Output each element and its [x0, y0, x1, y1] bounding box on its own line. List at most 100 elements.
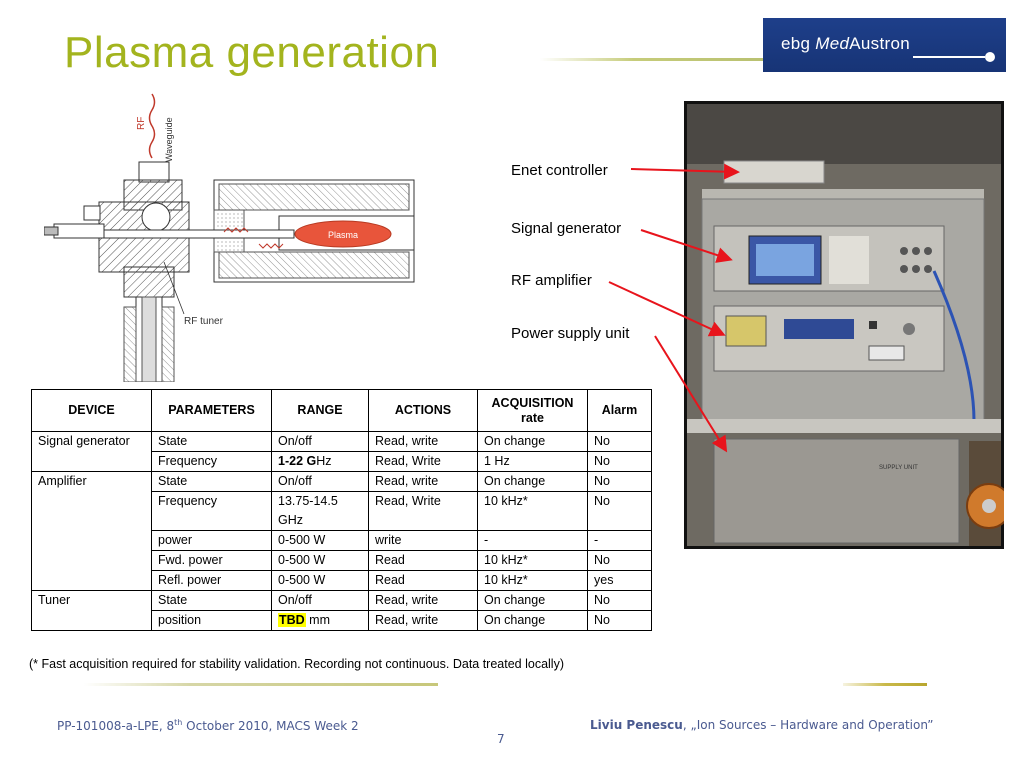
title-rule: [540, 58, 775, 61]
cell-actions: Read, Write: [368, 451, 478, 472]
th-acquisition: ACQUISITION rate: [477, 389, 588, 432]
logo-prefix: ebg: [781, 34, 816, 53]
cell-param: Refl. power: [151, 570, 272, 591]
th-alarm: Alarm: [587, 389, 652, 432]
cell-range: TBD mm: [271, 610, 369, 631]
cell-acq: On change: [477, 590, 588, 611]
cell-range: On/off: [271, 590, 369, 611]
cell-range: 0-500 W: [271, 530, 369, 551]
footer-right: Liviu Penescu, „Ion Sources – Hardware a…: [590, 718, 934, 732]
cell-actions: Read: [368, 550, 478, 571]
page-number: 7: [497, 732, 505, 746]
cell-acq: 10 kHz*: [477, 570, 588, 591]
cell-device: Tuner: [31, 590, 152, 631]
cell-actions: Read, Write: [368, 491, 478, 531]
logo-dot: [985, 52, 995, 62]
cell-acq: On change: [477, 431, 588, 452]
cell-alarm: No: [587, 431, 652, 452]
range-line-2: GHz: [278, 513, 303, 527]
cell-acq: On change: [477, 610, 588, 631]
footer-talk-title: , „Ion Sources – Hardware and Operation”: [682, 718, 934, 732]
footer-left-sup: th: [174, 718, 183, 727]
cell-range: 0-500 W: [271, 550, 369, 571]
th-actions: ACTIONS: [368, 389, 478, 432]
table-row: Amplifier State On/off Read, write On ch…: [31, 471, 652, 591]
rf-label: RF: [136, 117, 147, 130]
cell-acq: 1 Hz: [477, 451, 588, 472]
footer-left-pre: PP-101008-a-LPE, 8: [57, 719, 175, 733]
cell-param: power: [151, 530, 272, 551]
arrow-enet: [630, 163, 740, 180]
cell-param: State: [151, 471, 272, 492]
photo-supply-label: SUPPLY UNIT: [879, 465, 918, 471]
cell-alarm: yes: [587, 570, 652, 591]
table-row: Fwd. power 0-500 W Read 10 kHz* No: [32, 550, 652, 571]
range-line-1: 13.75-14.5: [278, 494, 338, 508]
cell-acq: -: [477, 530, 588, 551]
logo-suffix: Austron: [849, 34, 910, 53]
cell-actions: Read, write: [368, 471, 478, 492]
waveguide-label: Waveguide: [164, 117, 174, 162]
cell-param: position: [151, 610, 272, 631]
label-signal-generator: Signal generator: [511, 220, 622, 237]
page-title: Plasma generation: [64, 28, 440, 77]
cell-alarm: No: [587, 471, 652, 492]
cell-device: Signal generator: [31, 431, 152, 472]
cell-acq: 10 kHz*: [477, 550, 588, 571]
cell-param: Frequency: [151, 451, 272, 472]
label-enet-controller: Enet controller: [511, 162, 608, 179]
table-row: Signal generator State On/off Read, writ…: [31, 431, 652, 472]
cell-alarm: No: [587, 610, 652, 631]
table-row: Refl. power 0-500 W Read 10 kHz* yes: [32, 570, 652, 591]
logo-line: [913, 56, 985, 58]
cell-actions: Read, write: [368, 590, 478, 611]
cell-range: 0-500 W: [271, 570, 369, 591]
footer-rule-right: [843, 683, 927, 686]
cell-actions: Read: [368, 570, 478, 591]
cell-actions: write: [368, 530, 478, 551]
logo-text: ebg MedAustron: [781, 34, 910, 54]
cell-acq: On change: [477, 471, 588, 492]
table-row: Frequency 1-22 GHz Read, Write 1 Hz No: [32, 451, 652, 472]
arrow-siggen: [640, 229, 733, 263]
plasma-label: Plasma: [328, 230, 358, 240]
footnote: (* Fast acquisition required for stabili…: [29, 657, 564, 671]
cell-acq: 10 kHz*: [477, 491, 588, 531]
cell-device: Amplifier: [31, 471, 152, 591]
cell-param: Frequency: [151, 491, 272, 531]
range-unit: mm: [305, 613, 331, 627]
medaustron-logo: ebg MedAustron: [763, 18, 1006, 72]
table-row: position TBD mm Read, write On change No: [32, 610, 652, 631]
cell-range: On/off: [271, 431, 369, 452]
cell-alarm: No: [587, 491, 652, 531]
th-device: DEVICE: [31, 389, 152, 432]
cell-alarm: -: [587, 530, 652, 551]
arrow-psu: [654, 335, 728, 453]
cell-alarm: No: [587, 590, 652, 611]
logo-med: Med: [815, 34, 850, 53]
cell-param: State: [151, 431, 272, 452]
th-parameters: PARAMETERS: [151, 389, 272, 432]
equipment-rack-photo: SUPPLY UNIT: [684, 101, 1004, 549]
cell-alarm: No: [587, 451, 652, 472]
rf-tuner-label: RF tuner: [184, 316, 224, 327]
parameters-table: DEVICE PARAMETERS RANGE ACTIONS ACQUISIT…: [31, 389, 652, 631]
cell-actions: Read, write: [368, 610, 478, 631]
range-unit: Hz: [316, 454, 332, 468]
th-range: RANGE: [271, 389, 369, 432]
range-bold: 1-22 G: [278, 454, 317, 468]
label-rf-amplifier: RF amplifier: [511, 272, 592, 289]
arrow-rfamp: [608, 281, 726, 337]
footer-left: PP-101008-a-LPE, 8th October 2010, MACS …: [57, 718, 359, 733]
ion-source-diagram: RF Waveguide Plasma RF tuner: [44, 93, 415, 382]
cell-param: State: [151, 590, 272, 611]
tbd-highlight: TBD: [278, 613, 306, 627]
table-row: power 0-500 W write - -: [32, 530, 652, 551]
cell-range: 1-22 GHz: [271, 451, 369, 472]
cell-actions: Read, write: [368, 431, 478, 452]
cell-param: Fwd. power: [151, 550, 272, 571]
footer-left-post: October 2010, MACS Week 2: [182, 719, 359, 733]
